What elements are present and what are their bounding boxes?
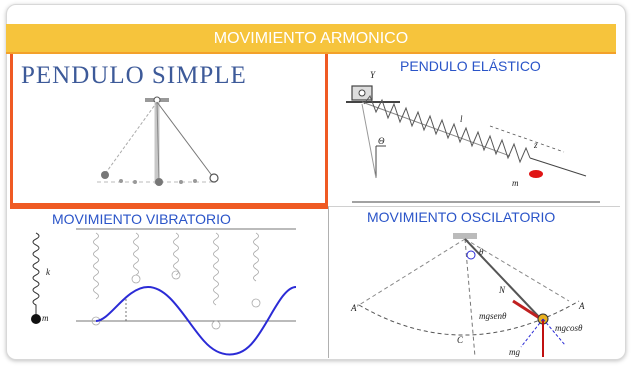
elastic-spring xyxy=(363,94,531,164)
osc-label-mgcos: mgcosθ xyxy=(555,323,583,333)
string-left xyxy=(104,101,158,175)
panel-title-vibratorio: MOVIMIENTO VIBRATORIO xyxy=(52,211,231,227)
vib-label-m: m xyxy=(42,313,49,323)
panel-movimiento-oscilatorio: MOVIMIENTO OSCILATORIO θ N A' A C mgsenθ… xyxy=(328,206,620,358)
elastic-label-theta: Θ xyxy=(378,136,385,146)
bob-center xyxy=(155,178,163,186)
elastic-label-m: m xyxy=(512,178,519,188)
bob-right xyxy=(209,173,219,183)
vibratory-diagram xyxy=(31,228,297,356)
osc-arc xyxy=(358,300,580,336)
vib-mass xyxy=(31,314,41,324)
string-center xyxy=(156,101,160,181)
osc-label-c: C xyxy=(457,335,464,345)
osc-label-n: N xyxy=(499,285,506,295)
elastic-label-z: z xyxy=(534,140,538,150)
elastic-label-y: Y xyxy=(370,70,376,80)
header-title: MOVIMIENTO ARMONICO xyxy=(213,30,409,47)
string-right xyxy=(156,101,214,178)
osc-label-a-right: A xyxy=(579,301,585,311)
panel-pendulo-elastico: PENDULO ELÁSTICO Y l z m Θ xyxy=(330,54,620,206)
panel-title-simple: PENDULO SIMPLE xyxy=(21,62,247,89)
simple-pendulum-diagram xyxy=(97,96,219,186)
panel-title-oscilatorio: MOVIMIENTO OSCILATORIO xyxy=(367,209,556,225)
elastic-mass xyxy=(529,170,543,178)
elastic-pendulum-diagram xyxy=(346,85,600,203)
vib-spring xyxy=(32,232,40,315)
header-bar: MOVIMIENTO ARMONICO xyxy=(6,24,616,54)
panel-title-elastic: PENDULO ELÁSTICO xyxy=(400,58,541,74)
vib-label-k: k xyxy=(46,267,50,277)
osc-vertical xyxy=(464,238,476,358)
osc-label-mg: mg xyxy=(509,347,520,357)
osc-label-mgsen: mgsenθ xyxy=(479,311,507,321)
oscillatory-diagram xyxy=(358,233,580,358)
osc-label-theta: θ xyxy=(479,247,484,257)
panel-movimiento-vibratorio: MOVIMIENTO VIBRATORIO k m xyxy=(10,206,328,358)
osc-label-a-left: A' xyxy=(351,303,359,313)
vib-sine-wave xyxy=(95,285,297,356)
osc-string xyxy=(464,238,542,320)
rest-line xyxy=(361,101,511,157)
osc-support xyxy=(453,233,477,239)
panel-pendulo-simple: PENDULO SIMPLE xyxy=(10,54,328,206)
bob-left xyxy=(101,171,109,179)
elastic-label-l: l xyxy=(460,114,463,124)
